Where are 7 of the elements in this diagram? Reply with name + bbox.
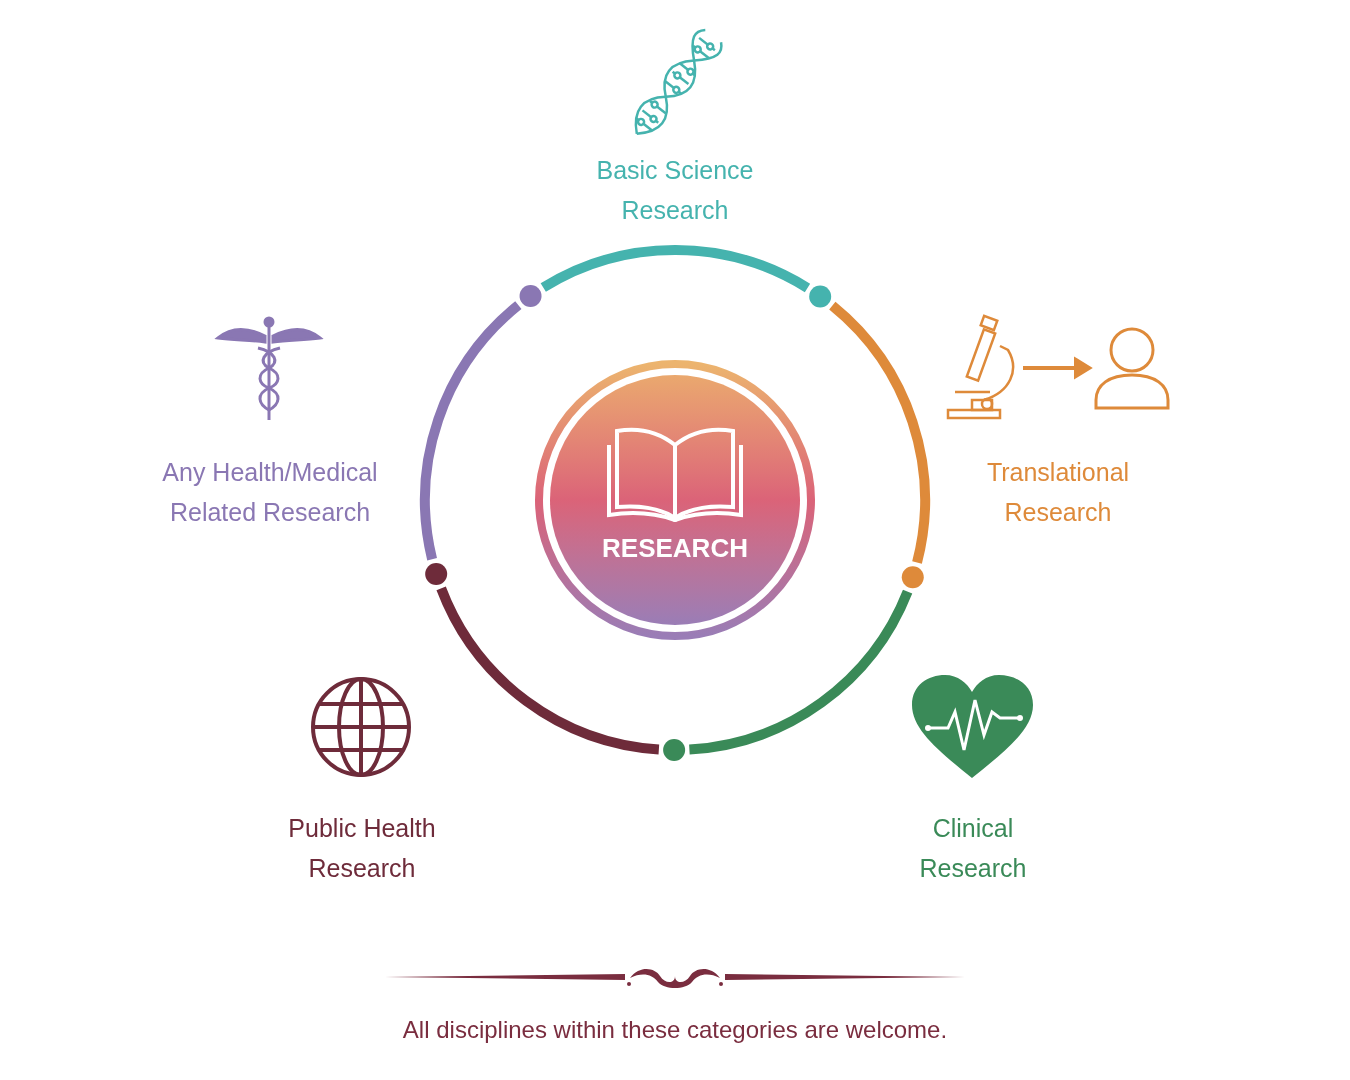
category-label: Public Health Research	[252, 808, 472, 888]
category-label: Translational Research	[948, 452, 1168, 532]
caption: All disciplines within these categories are welcome.	[401, 1015, 949, 1045]
center-title: RESEARCH	[602, 531, 748, 565]
category-label: Clinical Research	[898, 808, 1048, 888]
category-label: Any Health/Medical Related Research	[140, 452, 400, 532]
category-label: Basic Science Research	[555, 150, 795, 230]
